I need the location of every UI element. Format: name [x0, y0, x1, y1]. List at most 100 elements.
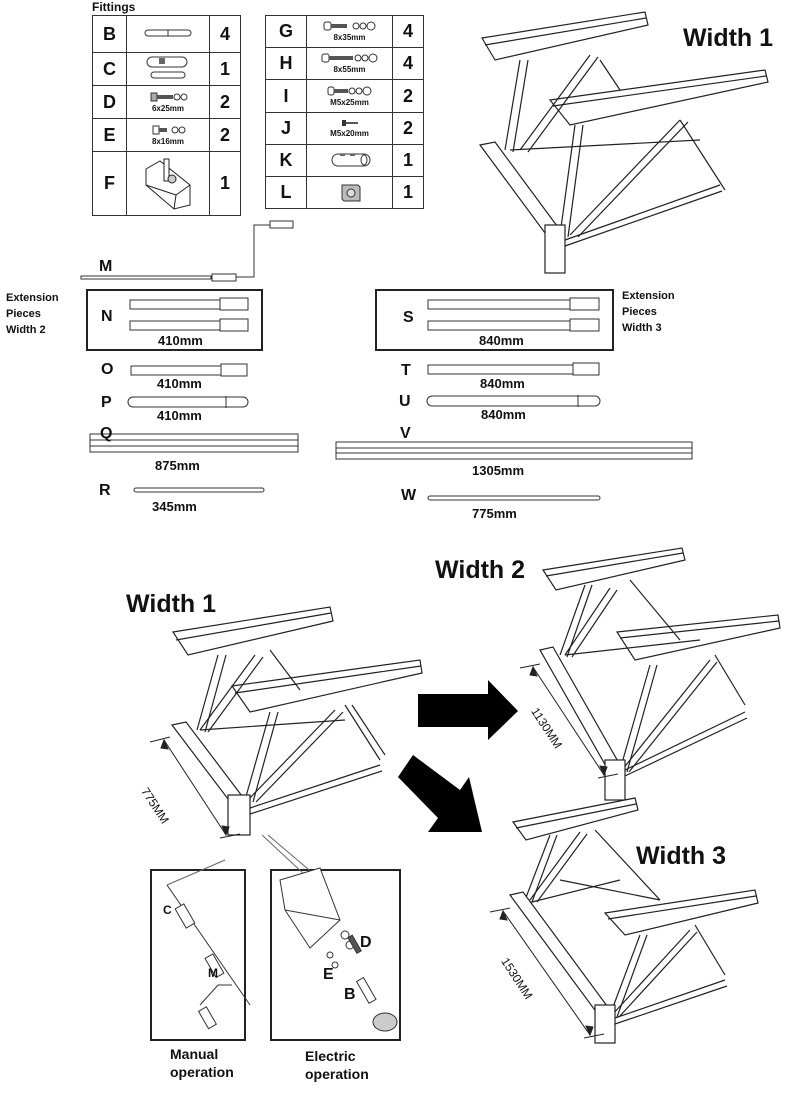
channel-q	[89, 433, 299, 453]
extension-label-line: Extension	[6, 292, 59, 304]
extension-bar-s	[427, 297, 600, 332]
sleeve-icon	[306, 144, 393, 177]
part-length-t: 840mm	[480, 376, 525, 391]
manual-label-c: C	[163, 903, 172, 917]
dimension-line-1130	[519, 663, 619, 779]
pin-icon	[126, 15, 210, 53]
extension-label-width-3: Extension Pieces Width 3	[622, 288, 675, 336]
fitting-letter: H	[265, 47, 307, 80]
caption-line: operation	[305, 1066, 369, 1082]
fitting-size: 8x16mm	[151, 136, 185, 146]
fittings-title: Fittings	[92, 0, 136, 14]
bar-o	[130, 363, 248, 377]
extension-label-line: Width 3	[622, 322, 662, 334]
lift-label-width-1: Width 1	[126, 590, 217, 618]
lift-label-top: Width 1	[683, 24, 774, 52]
channel-v	[335, 441, 693, 460]
fitting-letter: D	[92, 85, 127, 119]
rod-r	[133, 487, 265, 493]
scissor-lift-width-2	[539, 547, 781, 801]
fitting-size: M5x25mm	[330, 97, 369, 107]
part-length-v: 1305mm	[472, 463, 525, 478]
arrow-right-icon	[418, 680, 518, 740]
scissor-lift-width-3	[508, 797, 759, 1044]
bracket-icon	[126, 151, 210, 216]
fittings-table-left: B 4 C 1 D 6x25mm 2 E 8x16mm 2 F 1	[92, 15, 241, 216]
fitting-row-c: C 1	[92, 52, 241, 86]
fitting-row-i: I M5x25mm 2	[265, 79, 424, 113]
manual-label-m: M	[208, 966, 218, 980]
arrow-down-right-icon	[398, 755, 482, 832]
fitting-letter: C	[92, 52, 127, 86]
fitting-qty: 4	[392, 15, 424, 48]
caption-line: Electric	[305, 1048, 356, 1064]
dimension-line-775	[149, 736, 241, 839]
extension-bar-n	[129, 297, 249, 332]
electric-operation-box	[270, 869, 401, 1041]
block-icon	[306, 176, 393, 209]
part-label-t: T	[401, 362, 411, 379]
fitting-qty: 1	[392, 176, 424, 209]
coupling-icon	[126, 52, 210, 86]
fitting-row-l: L 1	[265, 176, 424, 209]
part-label-r: R	[99, 482, 111, 499]
fitting-qty: 2	[209, 118, 241, 152]
lift-label-width-2: Width 2	[435, 556, 526, 584]
electric-label-d: D	[360, 934, 372, 951]
extension-label-line: Pieces	[622, 306, 657, 318]
part-label-u: U	[399, 393, 411, 410]
extension-label-line: Extension	[622, 290, 675, 302]
electric-operation-caption: Electric operation	[305, 1047, 369, 1083]
part-label-v: V	[400, 425, 411, 442]
extension-label-width-2: Extension Pieces Width 2	[6, 290, 59, 338]
fitting-qty: 1	[209, 52, 241, 86]
fitting-row-g: G 8x35mm 4	[265, 15, 424, 48]
extension-label-line: Pieces	[6, 308, 41, 320]
part-length-s: 840mm	[479, 333, 524, 348]
fitting-size: 8x55mm	[333, 65, 366, 74]
part-label-q: Q	[100, 425, 113, 442]
part-length-u: 840mm	[481, 407, 526, 422]
bar-t	[427, 362, 600, 376]
electric-label-e: E	[323, 966, 334, 983]
fitting-qty: 4	[392, 47, 424, 80]
fitting-qty: 2	[392, 112, 424, 145]
fitting-letter: F	[92, 151, 127, 216]
part-length-o: 410mm	[157, 376, 202, 391]
caption-line: Manual	[170, 1046, 219, 1062]
fitting-row-d: D 6x25mm 2	[92, 85, 241, 119]
part-label-p: P	[101, 394, 112, 411]
bolt-icon: 8x16mm	[126, 118, 210, 152]
caption-line: operation	[170, 1064, 234, 1080]
manual-operation-caption: Manual operation	[170, 1045, 234, 1081]
lift-label-width-3: Width 3	[636, 842, 727, 870]
bolt-icon: 6x25mm	[126, 85, 210, 119]
bolt-icon: M5x25mm	[306, 79, 393, 113]
fittings-table-right: G 8x35mm 4 H 8x55mm 4 I M5x25mm 2 J M5x2…	[265, 15, 424, 209]
part-length-w: 775mm	[472, 506, 517, 521]
bolt-icon: 8x55mm	[306, 47, 393, 80]
fitting-row-b: B 4	[92, 15, 241, 53]
fitting-size: 8x35mm	[333, 33, 366, 42]
fitting-row-e: E 8x16mm 2	[92, 118, 241, 152]
fitting-qty: 1	[209, 151, 241, 216]
fitting-letter: E	[92, 118, 127, 152]
electric-label-b: B	[344, 986, 356, 1003]
bolt-icon: 8x35mm	[306, 15, 393, 48]
part-label-o: O	[101, 361, 114, 378]
manual-crank-detail	[166, 859, 251, 1030]
part-length-q: 875mm	[155, 458, 200, 473]
part-label-s: S	[403, 309, 414, 326]
fitting-qty: 4	[209, 15, 241, 53]
fitting-qty: 2	[209, 85, 241, 119]
manual-operation-box	[150, 869, 246, 1041]
fitting-letter: G	[265, 15, 307, 48]
extension-box-width-2	[86, 289, 263, 351]
part-label-w: W	[401, 487, 417, 504]
fitting-qty: 1	[392, 144, 424, 177]
fitting-row-h: H 8x55mm 4	[265, 47, 424, 80]
fitting-size: 6x25mm	[151, 103, 185, 113]
tube-u	[426, 395, 601, 407]
part-length-p: 410mm	[157, 408, 202, 423]
